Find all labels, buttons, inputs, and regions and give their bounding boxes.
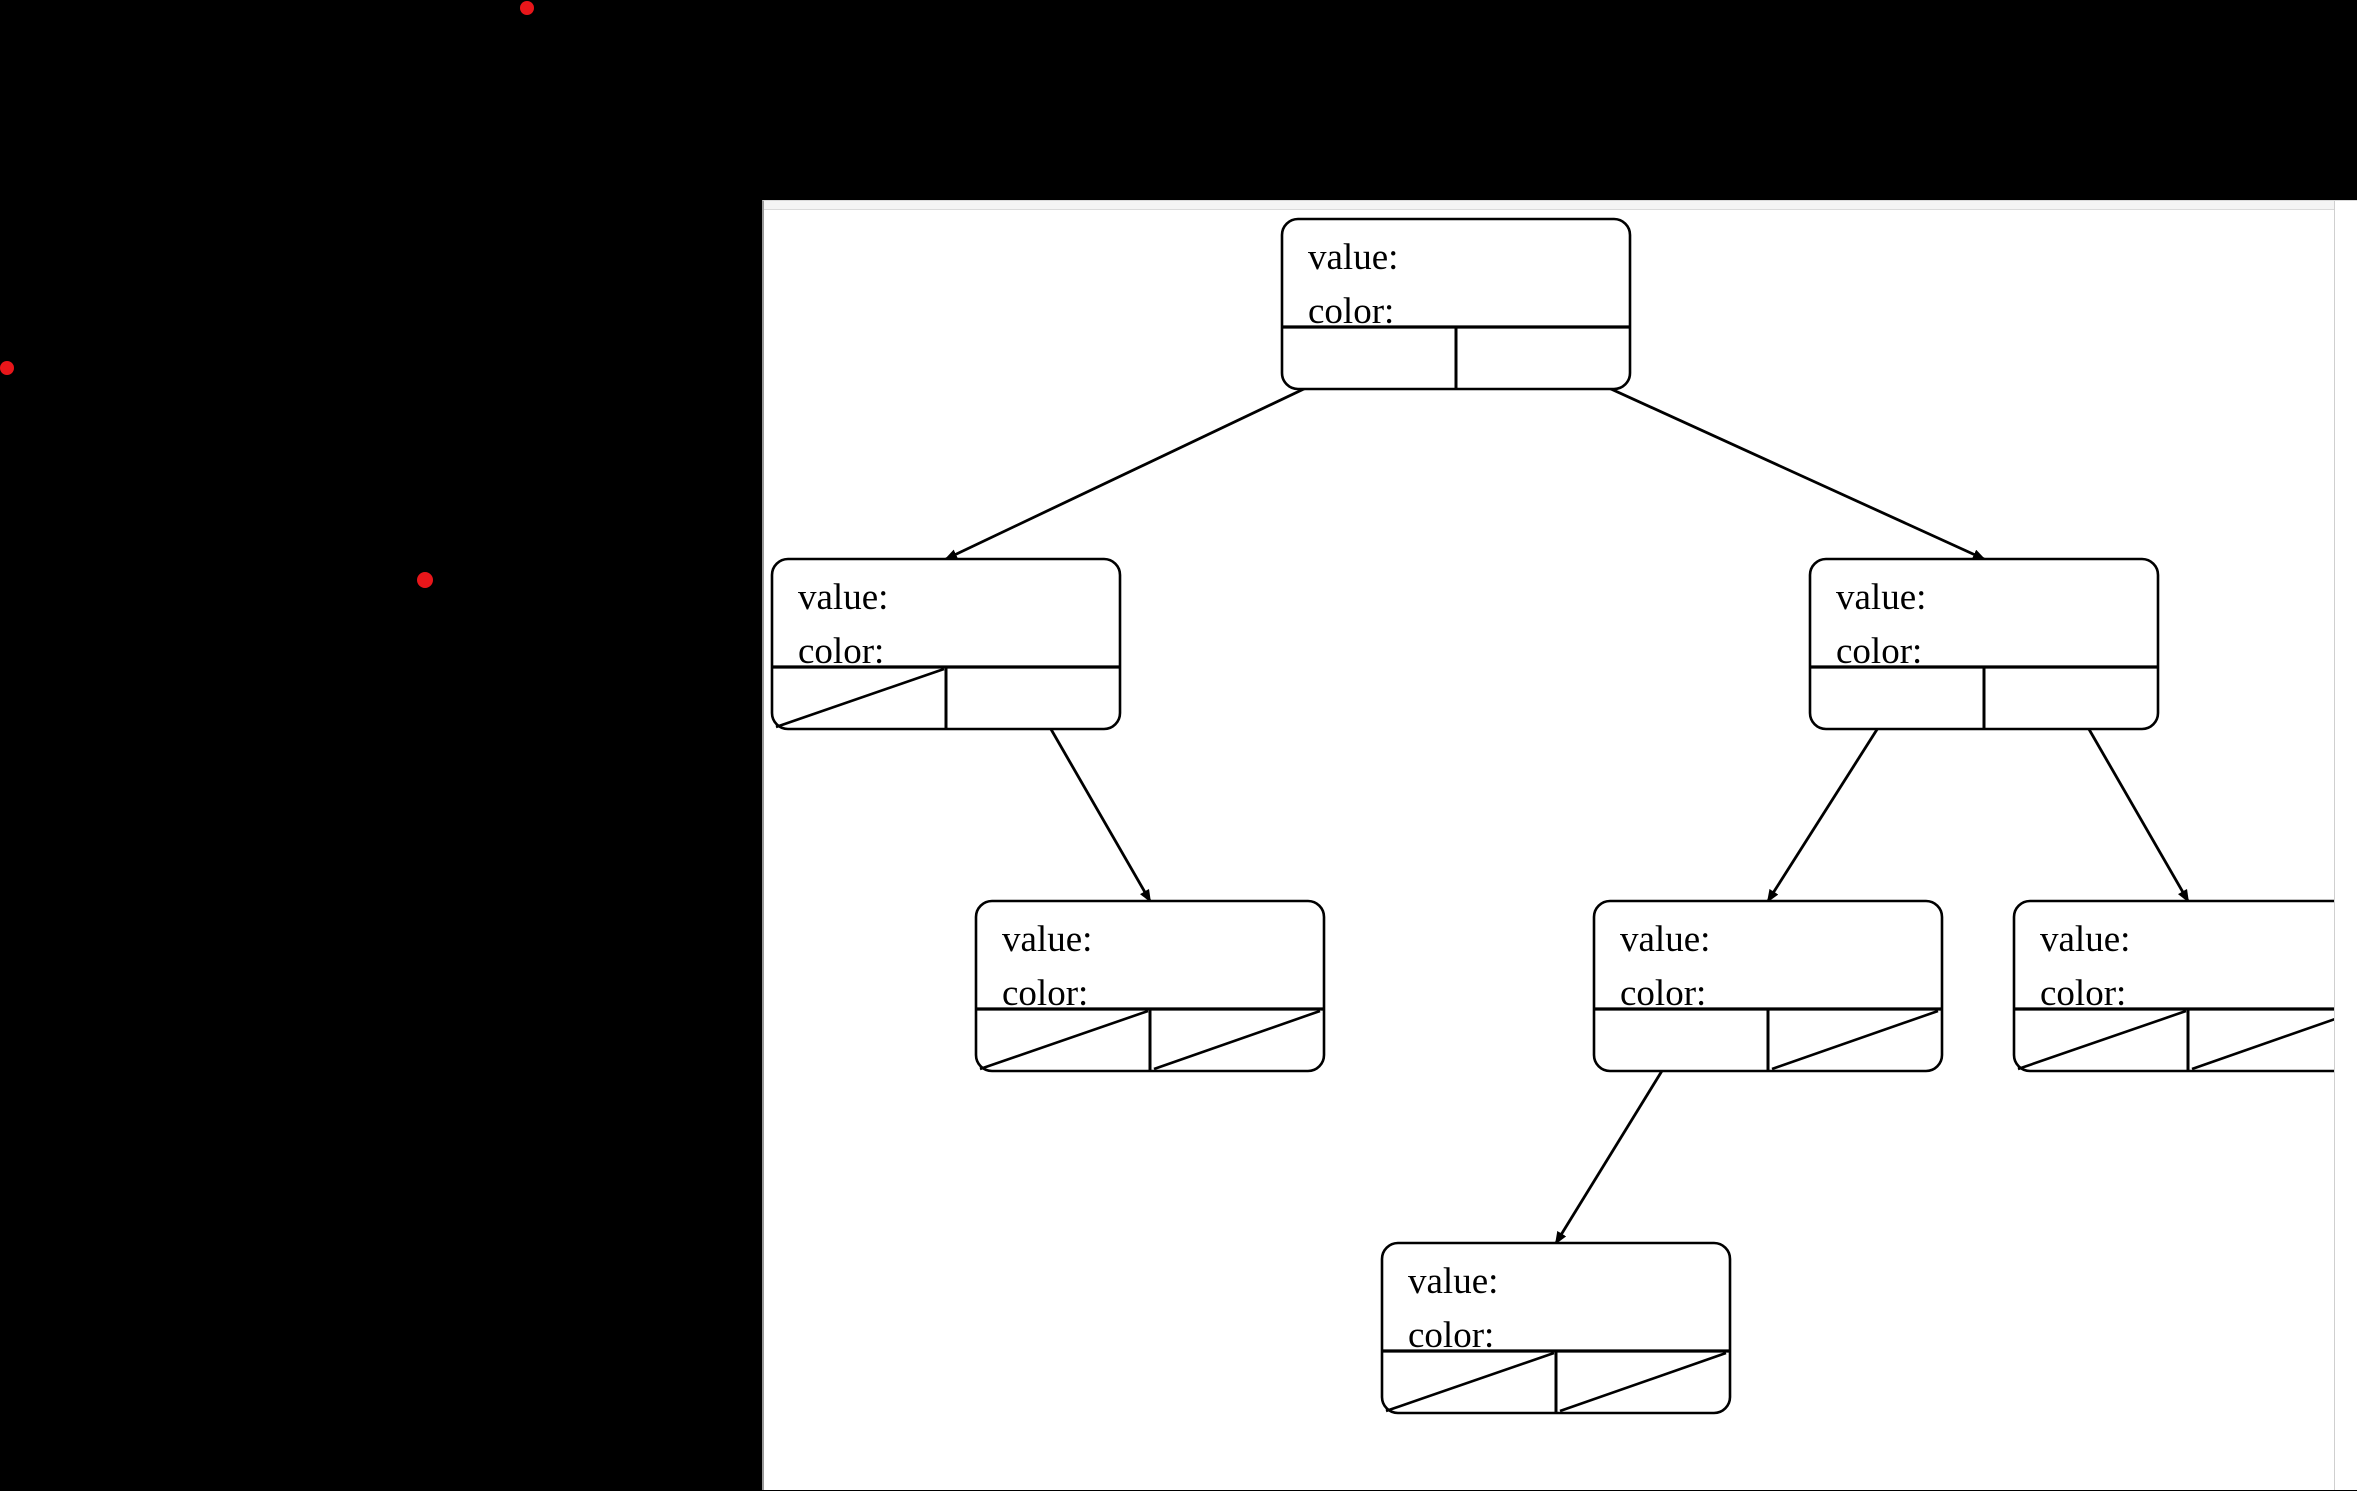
marker-dot-left — [0, 361, 14, 375]
tree-node-left-right: value: color: — [974, 899, 1326, 1073]
tree-node-left-right-left-null-slash — [979, 1009, 1149, 1071]
marker-dot-middle — [417, 572, 433, 588]
edge-left-to-left-right — [1031, 697, 1152, 903]
edge-right-to-right-left — [1766, 697, 1899, 903]
tree-node-root: value: color: — [1280, 217, 1632, 391]
tree-node-left: value: color: — [770, 557, 1122, 731]
edge-right-left-to-deep — [1554, 1039, 1683, 1245]
tree-node-deep-leaf-value-label: value: — [1408, 1261, 1498, 1302]
tree-node-left-right-right-null-slash — [1153, 1009, 1321, 1071]
edge-root-to-left — [944, 356, 1370, 561]
edge-root-to-right — [1542, 356, 1986, 561]
tree-node-deep-leaf-right-null-slash — [1559, 1351, 1727, 1413]
tree-node-deep-leaf-left-null-slash — [1385, 1351, 1555, 1413]
tree-node-right-right-color-label: color: — [2040, 973, 2126, 1014]
edge-layer — [944, 356, 2190, 1245]
tree-node-deep-leaf: value: color: — [1380, 1241, 1732, 1415]
tree-node-right-left-color-label: color: — [1620, 973, 1706, 1014]
tree-node-left-value-label: value: — [798, 577, 888, 618]
panel-top-strip — [764, 201, 2357, 210]
tree-node-right-color-label: color: — [1836, 631, 1922, 672]
tree-node-left-color-label: color: — [798, 631, 884, 672]
tree-node-right-left-right-null-slash — [1771, 1009, 1939, 1071]
tree-node-right: value: color: — [1808, 557, 2160, 731]
edge-right-to-right-right — [2069, 697, 2190, 903]
tree-node-root-value-label: value: — [1308, 237, 1398, 278]
tree-node-deep-leaf-color-label: color: — [1408, 1315, 1494, 1356]
tree-node-left-left-null-slash — [775, 667, 945, 729]
tree-node-right-right-left-null-slash — [2017, 1009, 2187, 1071]
tree-node-left-right-value-label: value: — [1002, 919, 1092, 960]
tree-node-right-left: value: color: — [1592, 899, 1944, 1073]
tree-node-right-right-value-label: value: — [2040, 919, 2130, 960]
tree-node-right-right-right-null-slash — [2191, 1009, 2357, 1071]
tree-node-right-left-value-label: value: — [1620, 919, 1710, 960]
tree-node-right-right: value: color: — [2012, 899, 2357, 1073]
tree-node-right-value-label: value: — [1836, 577, 1926, 618]
tree-node-root-color-label: color: — [1308, 291, 1394, 332]
binary-tree-diagram: value:color:value:color:value:color:valu… — [770, 217, 2357, 1415]
panel-right-rail[interactable] — [2334, 201, 2357, 1490]
node-layer: value:color:value:color:value:color:valu… — [770, 217, 2357, 1415]
tree-node-left-right-color-label: color: — [1002, 973, 1088, 1014]
marker-dot-top — [520, 1, 534, 15]
document-viewer-panel[interactable]: value:color:value:color:value:color:valu… — [762, 200, 2357, 1490]
